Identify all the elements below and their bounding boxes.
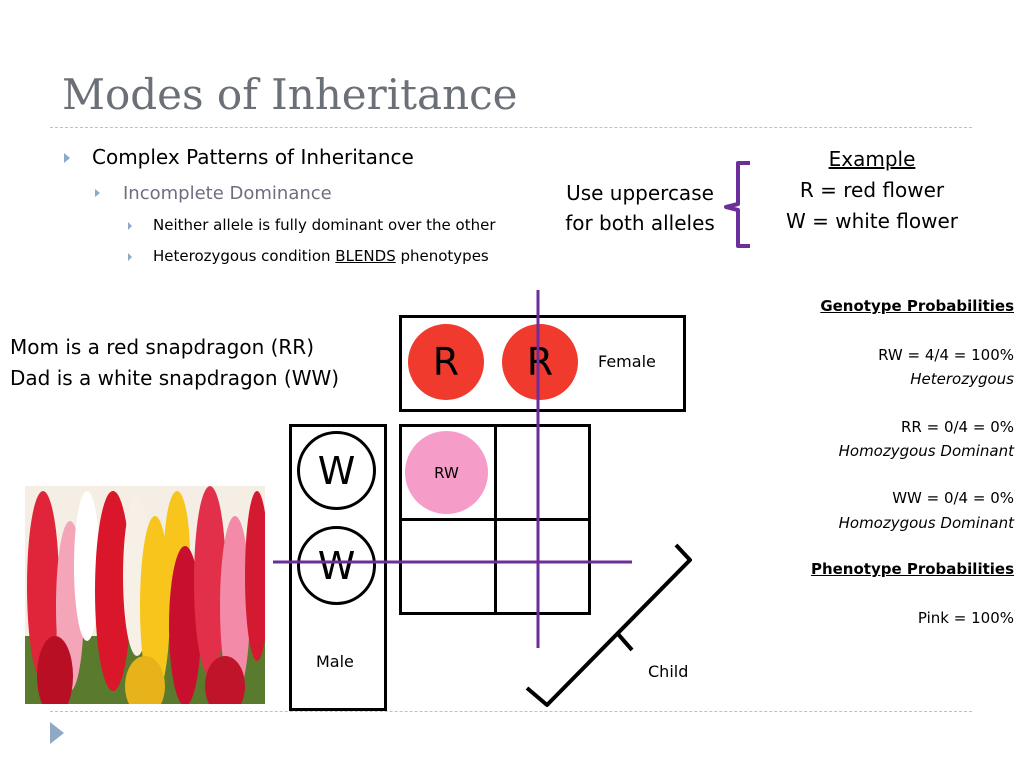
emphasis-text: BLENDS: [335, 247, 396, 265]
female-allele-1: R: [408, 324, 484, 400]
bullet-text: phenotypes: [395, 247, 489, 265]
bullet-text: Heterozygous condition: [153, 247, 336, 265]
example-line: W = white flower: [785, 209, 959, 233]
genotype-heading-text: Genotype Probabilities: [820, 297, 1014, 315]
note-line: for both alleles: [565, 211, 715, 235]
curly-brace-icon: [724, 161, 750, 248]
parent-mom: Mom is a red snapdragon (RR): [10, 335, 315, 359]
male-box: [289, 424, 387, 711]
footer-divider: [50, 711, 972, 712]
bullet-level3-a: Neither allele is fully dominant over th…: [153, 216, 496, 234]
child-bracket-icon: [525, 543, 692, 707]
slide-title: Modes of Inheritance: [62, 70, 518, 119]
male-allele-2: W: [297, 526, 376, 605]
parents-description: Mom is a red snapdragon (RR) Dad is a wh…: [10, 332, 339, 394]
next-slide-icon[interactable]: [50, 722, 64, 744]
genotype-rw: RW = 4/4 = 100%: [878, 346, 1014, 364]
phenotype-heading-text: Phenotype Probabilities: [810, 560, 1014, 578]
uppercase-note: Use uppercase for both alleles: [552, 178, 728, 238]
female-allele-2: R: [502, 324, 578, 400]
bullet-level2: Incomplete Dominance: [123, 183, 332, 204]
male-allele-1: W: [297, 431, 376, 510]
genotype-heading: Genotype Probabilities: [820, 297, 1014, 315]
genotype-rw-type: Heterozygous: [910, 370, 1014, 388]
phenotype-heading: Phenotype Probabilities: [811, 560, 1014, 578]
snapdragon-flowers-image: [25, 486, 265, 704]
snapdragon-photo: [25, 486, 265, 704]
child-label: Child: [648, 662, 689, 681]
triangle-bullet-icon: [95, 189, 100, 197]
female-label: Female: [598, 352, 656, 371]
triangle-bullet-icon: [128, 253, 132, 261]
triangle-bullet-icon: [64, 153, 70, 163]
example-line: R = red flower: [799, 178, 945, 202]
triangle-bullet-icon: [128, 222, 132, 230]
example-box: Example R = red flower W = white flower: [770, 144, 974, 237]
genotype-rr: RR = 0/4 = 0%: [901, 418, 1014, 436]
title-divider: [50, 127, 972, 128]
offspring-rw-cell: RW: [405, 431, 488, 514]
genotype-ww: WW = 0/4 = 0%: [892, 489, 1014, 507]
punnett-cell: [494, 518, 591, 615]
bullet-level3-b: Heterozygous condition BLENDS phenotypes: [153, 247, 489, 265]
genotype-ww-type: Homozygous Dominant: [838, 514, 1014, 532]
note-line: Use uppercase: [566, 181, 714, 205]
parent-dad: Dad is a white snapdragon (WW): [10, 366, 340, 390]
female-box: [399, 315, 686, 412]
phenotype-pink: Pink = 100%: [917, 609, 1014, 627]
male-label: Male: [316, 652, 354, 671]
bullet-level1: Complex Patterns of Inheritance: [92, 145, 414, 169]
genotype-rr-type: Homozygous Dominant: [838, 442, 1014, 460]
example-heading: Example: [828, 147, 916, 171]
